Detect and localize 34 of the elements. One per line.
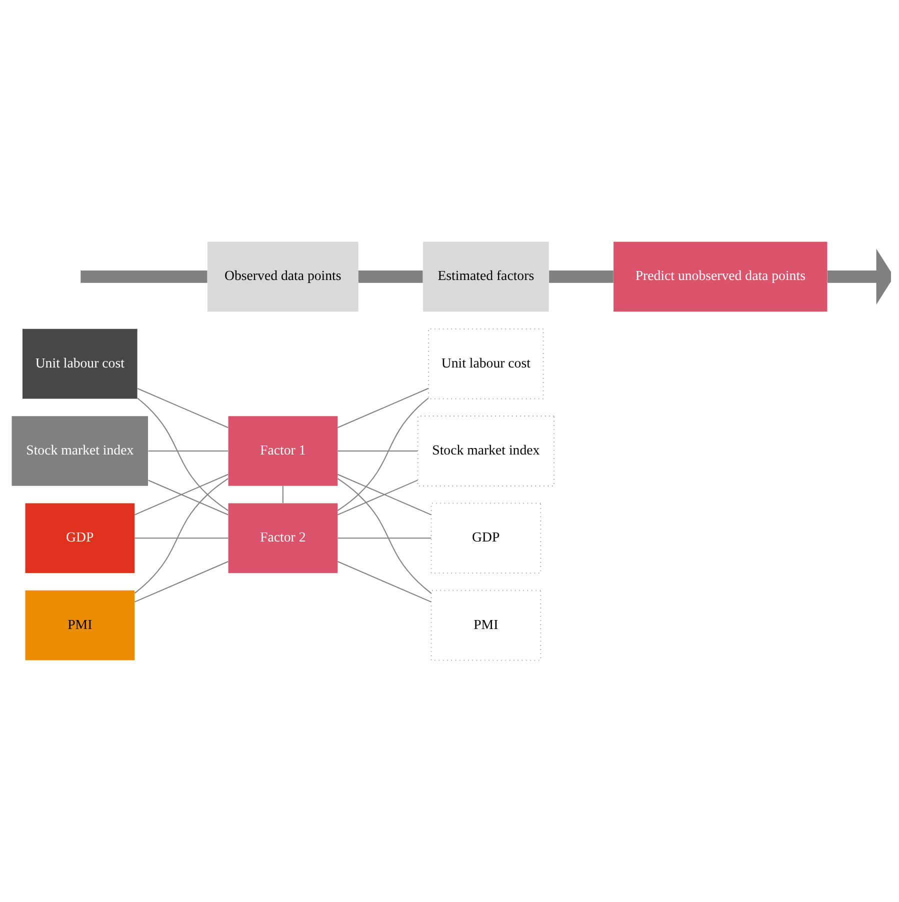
connector — [148, 450, 228, 452]
connector — [337, 561, 432, 602]
connector — [337, 398, 429, 511]
connector — [137, 398, 228, 511]
connector — [549, 270, 614, 283]
node-box: Predict unobserved data points — [614, 242, 828, 312]
connector — [337, 480, 418, 516]
node-box: GDP — [25, 503, 135, 574]
arrow — [827, 248, 891, 305]
connector — [337, 478, 432, 594]
node-box: PMI — [430, 590, 542, 661]
connector — [282, 486, 284, 504]
connector — [134, 561, 228, 602]
connector — [137, 388, 228, 428]
node-box: PMI — [25, 590, 135, 660]
connector — [148, 480, 228, 516]
node-box: Unit labour cost — [22, 328, 138, 399]
node-box: Factor 1 — [228, 416, 338, 486]
connector — [358, 270, 423, 283]
connector — [337, 474, 432, 516]
node-box: Stock market index — [12, 416, 148, 486]
connector — [338, 450, 418, 452]
connector — [338, 538, 432, 539]
connector — [134, 478, 228, 594]
node-box: Observed data points — [208, 242, 358, 312]
connector — [80, 270, 208, 283]
node-box: GDP — [430, 502, 542, 574]
connector — [134, 474, 228, 516]
node-box: Unit labour cost — [428, 328, 544, 400]
node-box: Estimated factors — [422, 242, 549, 312]
connector — [337, 388, 429, 428]
node-box: Stock market index — [417, 416, 555, 486]
node-box: Factor 2 — [228, 503, 338, 574]
connector — [134, 538, 228, 539]
